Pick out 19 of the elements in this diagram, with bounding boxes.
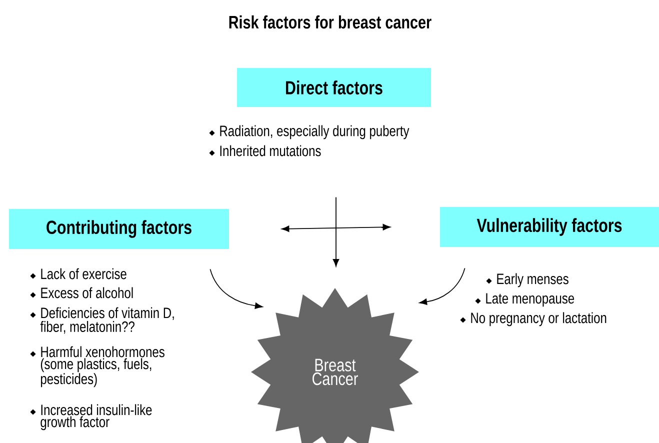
starburst: Breast Cancer (251, 288, 419, 443)
heading-box: Contributing factors (9, 209, 229, 249)
bullet-item: Excess of alcohol (41, 287, 133, 298)
bullet-item: Early menses (497, 273, 568, 288)
bullet-item: Deficiencies of vitamin D, fiber, melatonin?? (40, 307, 174, 334)
arrow (282, 224, 390, 232)
bullet-item: No pregnancy or lactation (471, 312, 606, 326)
bullet-item: Inherited mutations (220, 145, 321, 156)
bullet-item: Lack of exercise (41, 268, 126, 280)
arrow (210, 268, 263, 309)
title: Risk factors for breast cancer (229, 15, 432, 29)
heading-box: Direct factors (237, 68, 431, 107)
heading-box: Vulnerability factors (440, 207, 659, 247)
bullet-item: Radiation, especially during puberty (220, 125, 410, 140)
bullet-item: Late menopause (486, 293, 574, 307)
arrow (419, 268, 466, 305)
bullet-item: Increased insulin-like growth factor (40, 404, 152, 430)
bullet-item: Harmful xenohormones (some plastics, fuels, pesticides) (40, 346, 164, 388)
arrow (332, 196, 340, 267)
